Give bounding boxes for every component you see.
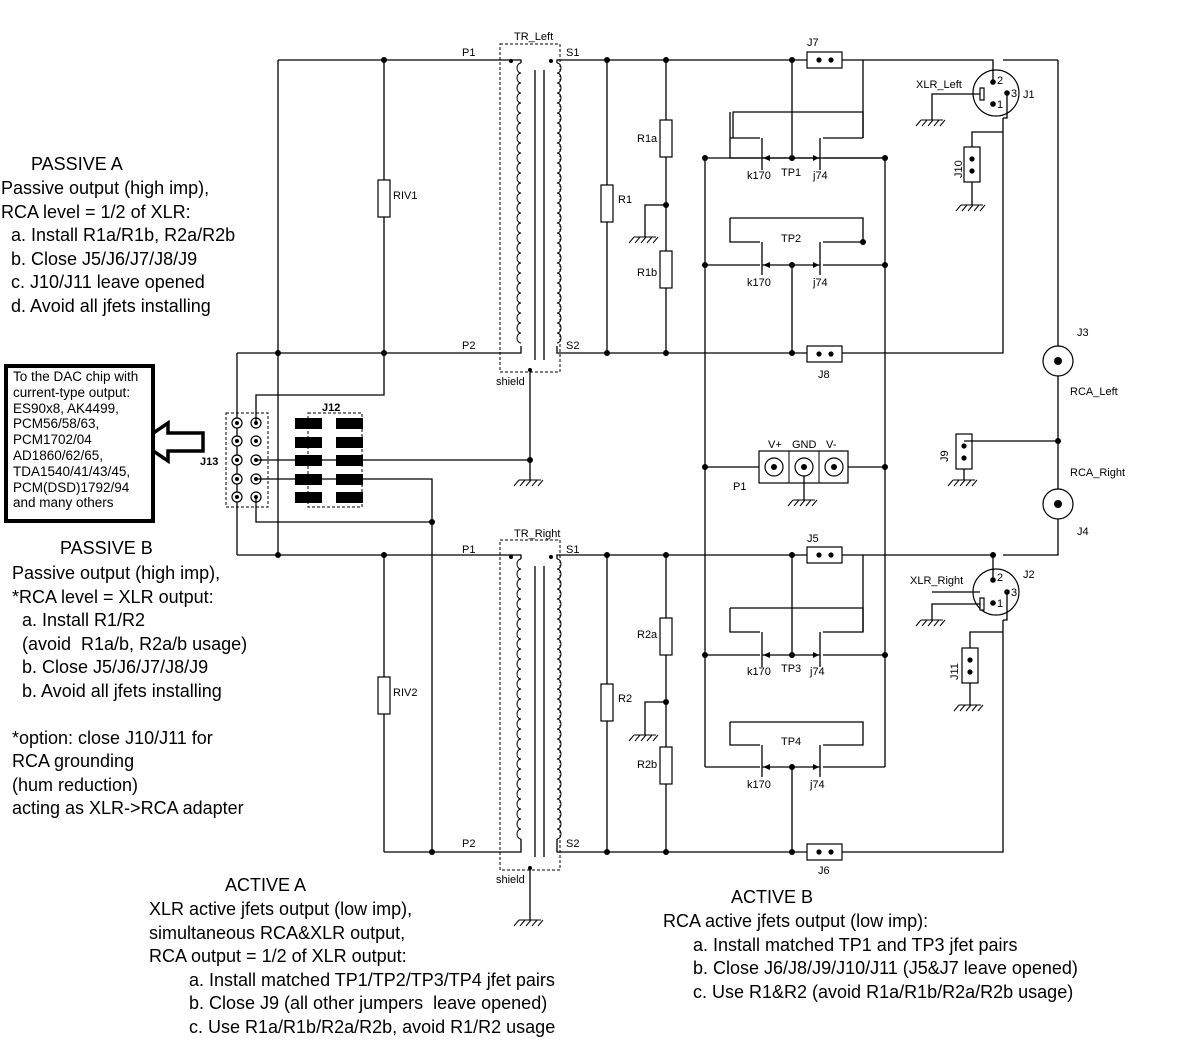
label-j74-tp2: j74 — [812, 277, 828, 289]
label-r1b: R1b — [637, 267, 657, 279]
label-rca-right: RCA_Right — [1070, 467, 1125, 479]
label-pin3-right: 3 — [1011, 587, 1017, 599]
label-shield-top: shield — [496, 376, 525, 388]
r2-resistor — [600, 683, 614, 722]
label-j6: J6 — [818, 865, 830, 877]
label-j74-tp3: j74 — [809, 666, 825, 678]
label-tp3: TP3 — [781, 663, 801, 675]
riv2-resistor — [377, 676, 391, 715]
label-j1: J1 — [1023, 89, 1035, 101]
j13-header — [225, 412, 269, 508]
passive-b-title: PASSIVE B — [60, 538, 153, 558]
label-j7: J7 — [807, 37, 819, 49]
schematic-labels: TR_Left P1 S1 P2 S2 shield RIV1 R1 R1a R… — [200, 31, 1125, 886]
label-k170-tp2: k170 — [747, 277, 771, 289]
j12-pads — [295, 418, 363, 503]
label-k170-tp1: k170 — [747, 170, 771, 182]
r1-resistor — [600, 184, 614, 223]
active-b-text: RCA active jfets output (low imp): a. In… — [663, 911, 1078, 1002]
label-j3: J3 — [1077, 327, 1089, 339]
passive-a-text: Passive output (high imp), RCA level = 1… — [1, 178, 236, 316]
label-r2b: R2b — [637, 759, 657, 771]
active-a-title: ACTIVE A — [225, 875, 307, 895]
label-rca-left: RCA_Left — [1070, 386, 1118, 398]
riv1-resistor — [377, 179, 391, 218]
label-pin3-left: 3 — [1011, 88, 1017, 100]
label-s1-top: S1 — [566, 47, 579, 59]
dac-chip-box: To the DAC chip with current-type output… — [4, 364, 155, 523]
label-tp4: TP4 — [781, 736, 801, 748]
label-j74-tp4: j74 — [809, 779, 825, 791]
tr-left-transformer — [499, 43, 561, 373]
label-j11: J11 — [949, 663, 961, 680]
label-j9: J9 — [939, 450, 951, 462]
label-gnd: GND — [792, 439, 817, 451]
label-r2: R2 — [618, 693, 632, 705]
r1a-resistor — [659, 119, 673, 158]
active-a-text: XLR active jfets output (low imp), simul… — [149, 899, 556, 1037]
label-vminus: V- — [826, 439, 837, 451]
label-r1: R1 — [618, 194, 632, 206]
tr-right-transformer — [499, 539, 561, 871]
r2a-resistor — [659, 617, 673, 656]
label-j8: J8 — [818, 369, 830, 381]
label-s2-bottom: S2 — [566, 838, 579, 850]
label-riv2: RIV2 — [393, 687, 417, 699]
label-r1a: R1a — [637, 133, 658, 145]
r2b-resistor — [659, 746, 673, 785]
label-j5: J5 — [807, 533, 819, 545]
label-tp2: TP2 — [781, 233, 801, 245]
dac-chip-text: To the DAC chip with current-type output… — [13, 369, 139, 511]
label-j13: J13 — [200, 456, 218, 468]
label-xlr-right: XLR_Right — [910, 575, 963, 587]
label-k170-tp3: k170 — [747, 666, 771, 678]
j13-pins — [231, 417, 262, 503]
input-arrow-icon — [136, 419, 205, 465]
label-pin2-left: 2 — [997, 75, 1003, 87]
label-p2-bottom: P2 — [462, 838, 475, 850]
label-j12: J12 — [322, 402, 340, 414]
label-pin2-right: 2 — [997, 572, 1003, 584]
label-s2-top: S2 — [566, 340, 579, 352]
label-riv1: RIV1 — [393, 190, 417, 202]
label-p1-top: P1 — [462, 47, 475, 59]
passive-a-title: PASSIVE A — [31, 154, 123, 174]
label-p2-top: P2 — [462, 340, 475, 352]
label-j10: J10 — [953, 160, 965, 178]
label-j2: J2 — [1023, 569, 1035, 581]
label-j4: J4 — [1077, 526, 1089, 538]
label-tp1: TP1 — [781, 167, 801, 179]
label-pin1-left: 1 — [997, 99, 1003, 111]
label-p1-bottom: P1 — [462, 544, 475, 556]
label-pin1-right: 1 — [997, 598, 1003, 610]
active-b-title: ACTIVE B — [731, 887, 814, 907]
label-tr-left: TR_Left — [514, 31, 553, 43]
r1b-resistor — [659, 250, 673, 289]
label-s1-bottom: S1 — [566, 544, 579, 556]
label-j74-tp1: j74 — [812, 170, 828, 182]
passive-b-text: Passive output (high imp), *RCA level = … — [12, 563, 248, 818]
label-xlr-left: XLR_Left — [916, 79, 962, 91]
label-vplus: V+ — [768, 439, 782, 451]
label-r2a: R2a — [637, 629, 658, 641]
label-tr-right: TR_Right — [514, 528, 560, 540]
label-p1-conn: P1 — [733, 481, 746, 493]
label-shield-bottom: shield — [496, 874, 525, 886]
label-k170-tp4: k170 — [747, 779, 771, 791]
